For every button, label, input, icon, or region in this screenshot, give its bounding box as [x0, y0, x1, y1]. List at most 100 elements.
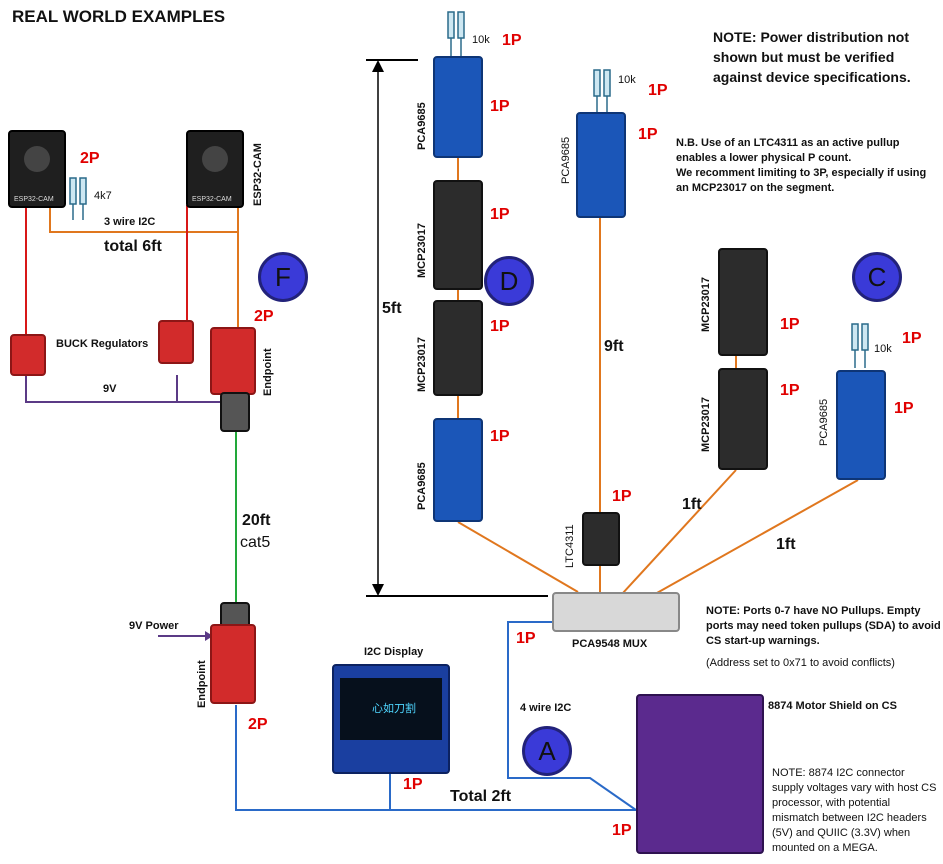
p-count: 1P — [902, 330, 922, 347]
motor-shield-board — [636, 694, 764, 854]
page-title: REAL WORLD EXAMPLES — [12, 7, 226, 26]
resistor-label: 10k — [874, 343, 892, 355]
orange-i2c-wire — [621, 469, 737, 595]
endpoint-label: Endpoint — [262, 348, 274, 396]
arrow-head — [372, 584, 384, 596]
distance-label: total 6ft — [104, 238, 162, 255]
p-count: 1P — [780, 382, 800, 399]
board-label: ESP32-CAM — [14, 196, 54, 203]
section-a-badge: A — [522, 726, 572, 776]
p-count: 1P — [612, 822, 632, 839]
wire-label: 4 wire I2C — [520, 702, 572, 714]
pca9685-label: PCA9685 — [416, 462, 428, 510]
board-label: ESP32-CAM — [192, 196, 232, 203]
power-label: 9V Power — [129, 620, 179, 632]
p-count: 1P — [638, 126, 658, 143]
pca9548-mux-board — [552, 592, 680, 632]
distance-label: 20ft — [242, 512, 271, 529]
pca9685-board — [433, 56, 483, 158]
p-count: 2P — [254, 308, 274, 325]
orange-i2c-wire — [647, 479, 859, 599]
ltc4311-label: LTC4311 — [564, 524, 576, 568]
wire-label: 3 wire I2C — [104, 216, 156, 228]
p-count: 1P — [403, 776, 423, 793]
section-f-badge: F — [258, 252, 308, 302]
shield-note: NOTE: 8874 I2C connector supply voltages… — [772, 767, 937, 854]
buck-label: BUCK Regulators — [56, 338, 149, 350]
mcp23017-label: MCP23017 — [416, 222, 428, 278]
pca9685-board — [836, 370, 886, 480]
cable-label: cat5 — [240, 534, 271, 551]
section-d-badge: D — [484, 256, 534, 306]
power-note: NOTE: Power distribution not shown but m… — [713, 29, 911, 85]
section-c-badge: C — [852, 252, 902, 302]
arrow-head — [372, 60, 384, 72]
oled-text: 心如刀割 — [372, 703, 416, 715]
pca9685-label: PCA9685 — [560, 136, 572, 184]
distance-label: 1ft — [776, 536, 796, 553]
endpoint-board — [210, 327, 256, 395]
endpoint-board — [210, 624, 256, 704]
resistor-label: 10k — [618, 74, 636, 86]
mcp23017-board — [718, 368, 768, 470]
pca9685-label: PCA9685 — [818, 398, 830, 446]
p-count: 1P — [502, 32, 522, 49]
p-count: 1P — [612, 488, 632, 505]
p-count: 1P — [490, 428, 510, 445]
distance-label: 5ft — [382, 300, 402, 317]
camera-icon — [24, 146, 50, 172]
oled-screen: 心如刀割 — [340, 678, 442, 740]
p-count: 1P — [894, 400, 914, 417]
mcp23017-label: MCP23017 — [416, 336, 428, 392]
p-count: 2P — [80, 150, 100, 167]
esp32-cam-label: ESP32-CAM — [252, 143, 264, 206]
endpoint-label: Endpoint — [196, 660, 208, 708]
voltage-label: 9V — [103, 383, 117, 395]
pca9685-label: PCA9685 — [416, 102, 428, 150]
buck-regulator-board — [158, 320, 194, 364]
mcp23017-label: MCP23017 — [700, 276, 712, 332]
resistor-10k-icon — [593, 69, 611, 112]
buck-regulator-board — [10, 334, 46, 376]
mcp23017-board — [433, 180, 483, 290]
address-note: (Address set to 0x71 to avoid conflicts) — [706, 657, 895, 669]
pca9685-board — [433, 418, 483, 522]
nb-note-line2: We recomment limiting to 3P, especially … — [676, 167, 927, 194]
resistor-label: 4k7 — [94, 190, 112, 202]
blue-i2c-wire — [235, 705, 636, 811]
purple-9v-wire — [25, 375, 238, 403]
resistor-10k-icon — [851, 323, 869, 368]
distance-label: Total 2ft — [450, 788, 512, 805]
nb-note-line1: N.B. Use of an LTC4311 as an active pull… — [676, 137, 900, 164]
p-count: 1P — [490, 98, 510, 115]
esp32-cam-board: ESP32-CAM — [8, 130, 66, 208]
p-count: 1P — [648, 82, 668, 99]
p-count: 1P — [490, 206, 510, 223]
p-count: 1P — [490, 318, 510, 335]
rj45-jack — [220, 392, 250, 432]
arrow-head — [205, 631, 213, 641]
mcp23017-label: MCP23017 — [700, 396, 712, 452]
resistor-4k7-icon — [69, 177, 87, 220]
mcp23017-board — [718, 248, 768, 356]
resistor-10k-icon — [447, 11, 465, 58]
mcp23017-board — [433, 300, 483, 396]
ltc4311-board — [582, 512, 620, 566]
p-count: 1P — [516, 630, 536, 647]
blue-i2c-wire — [507, 621, 637, 811]
p-count: 1P — [780, 316, 800, 333]
mux-label: PCA9548 MUX — [572, 638, 648, 650]
distance-label: 9ft — [604, 338, 624, 355]
display-label: I2C Display — [364, 646, 424, 658]
p-count: 2P — [248, 716, 268, 733]
ports-note: NOTE: Ports 0-7 have NO Pullups. Empty p… — [706, 605, 941, 647]
resistor-label: 10k — [472, 34, 490, 46]
orange-i2c-wire — [457, 521, 579, 593]
camera-icon — [202, 146, 228, 172]
shield-label: 8874 Motor Shield on CS — [768, 700, 897, 712]
pca9685-board — [576, 112, 626, 218]
oled-display-board: 心如刀割 — [332, 664, 450, 774]
esp32-cam-board: ESP32-CAM — [186, 130, 244, 208]
distance-label: 1ft — [682, 496, 702, 513]
